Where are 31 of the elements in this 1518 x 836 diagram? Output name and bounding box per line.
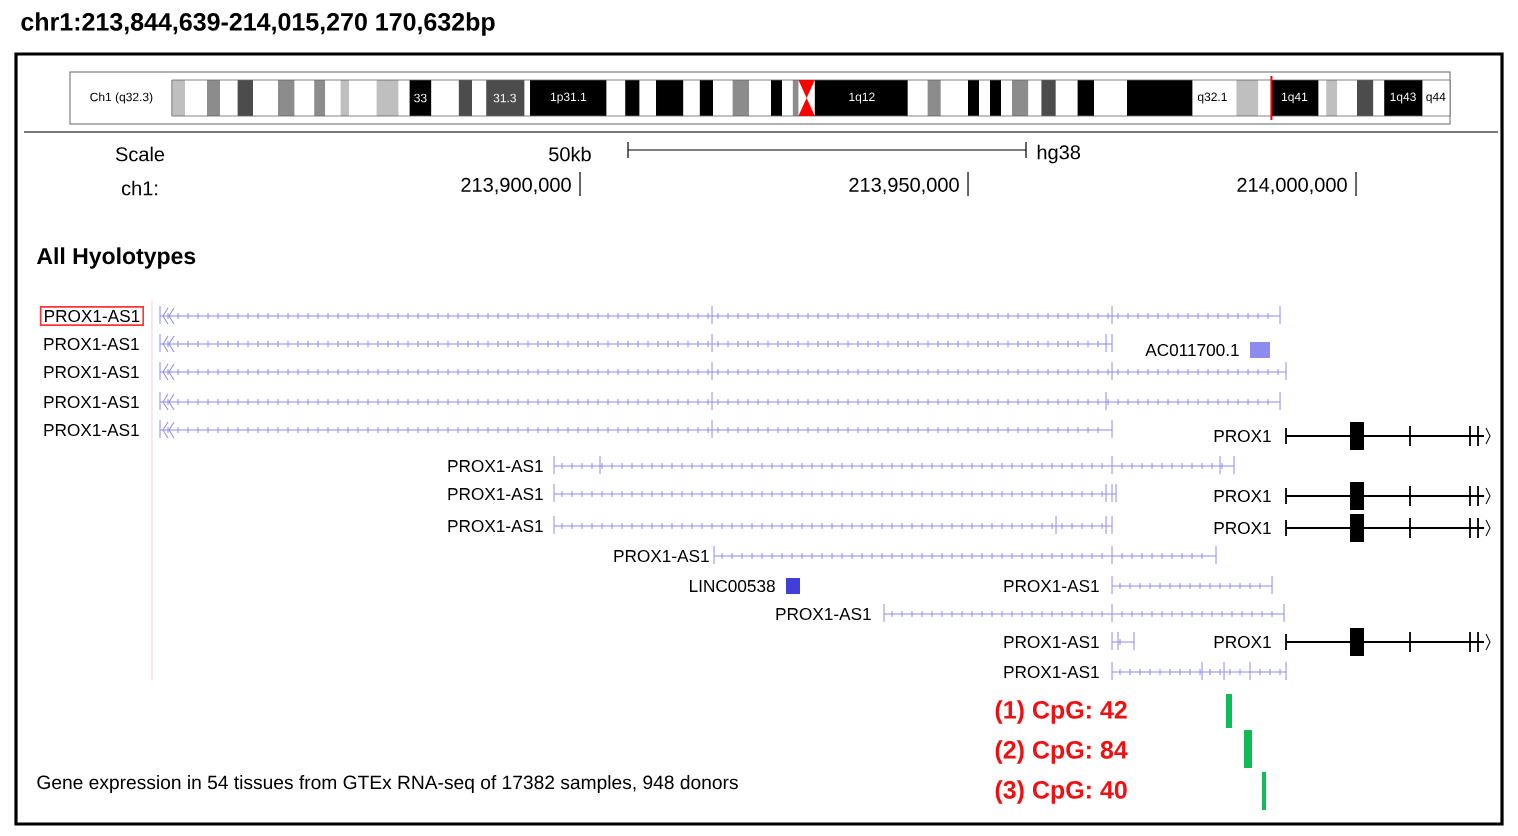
cpg-label: (2) CpG: 84 <box>995 740 1128 764</box>
gene-label: LINC00538 <box>690 579 775 593</box>
scale-label: 50kb <box>549 146 591 162</box>
note-text: Gene expression in 54 tissues from GTEx RNA-seq of 17382 samples, 948 donors <box>37 775 738 793</box>
gene-label: PROX1 <box>1214 429 1271 443</box>
gene-label: PROX1-AS1 <box>44 365 139 379</box>
gene-label: PROX1-AS1 <box>1004 665 1099 679</box>
coordinate-label: 213,900,000 <box>461 177 571 195</box>
gene-label: PROX1-AS1 <box>448 459 543 473</box>
cpg-label: (3) CpG: 40 <box>995 780 1127 804</box>
gene-label: PROX1-AS1 <box>1004 635 1099 649</box>
gene-label: PROX1-AS1 <box>44 423 139 437</box>
gene-label: PROX1-AS1 <box>776 607 871 621</box>
coordinate-label: ch1: <box>121 180 158 196</box>
coordinate-label: 214,000,000 <box>1237 177 1347 195</box>
title-text: chr1:213,844,639-214,015,270 170,632bp <box>21 12 495 36</box>
gene-label: PROX1 <box>1214 521 1271 535</box>
scale-label: hg38 <box>1037 144 1081 164</box>
gene-label: AC011700.1 <box>1145 343 1239 357</box>
gene-label: PROX1-AS1 <box>614 549 709 563</box>
coordinate-label: 213,950,000 <box>849 177 959 195</box>
gene-label: PROX1 <box>1214 635 1271 649</box>
gene-label: PROX1-AS1 <box>1004 579 1099 593</box>
gene-label: PROX1-AS1 <box>448 487 543 501</box>
track-heading: All Hyolotypes <box>36 247 196 269</box>
gene-label: PROX1-AS1 <box>44 395 139 409</box>
highlight-box: PROX1-AS1 <box>39 306 144 326</box>
scale-label: Scale <box>115 146 165 162</box>
cpg-label: (1) CpG: 42 <box>995 700 1127 724</box>
gene-label: PROX1-AS1 <box>448 519 543 533</box>
gene-label: PROX1 <box>1214 489 1271 503</box>
